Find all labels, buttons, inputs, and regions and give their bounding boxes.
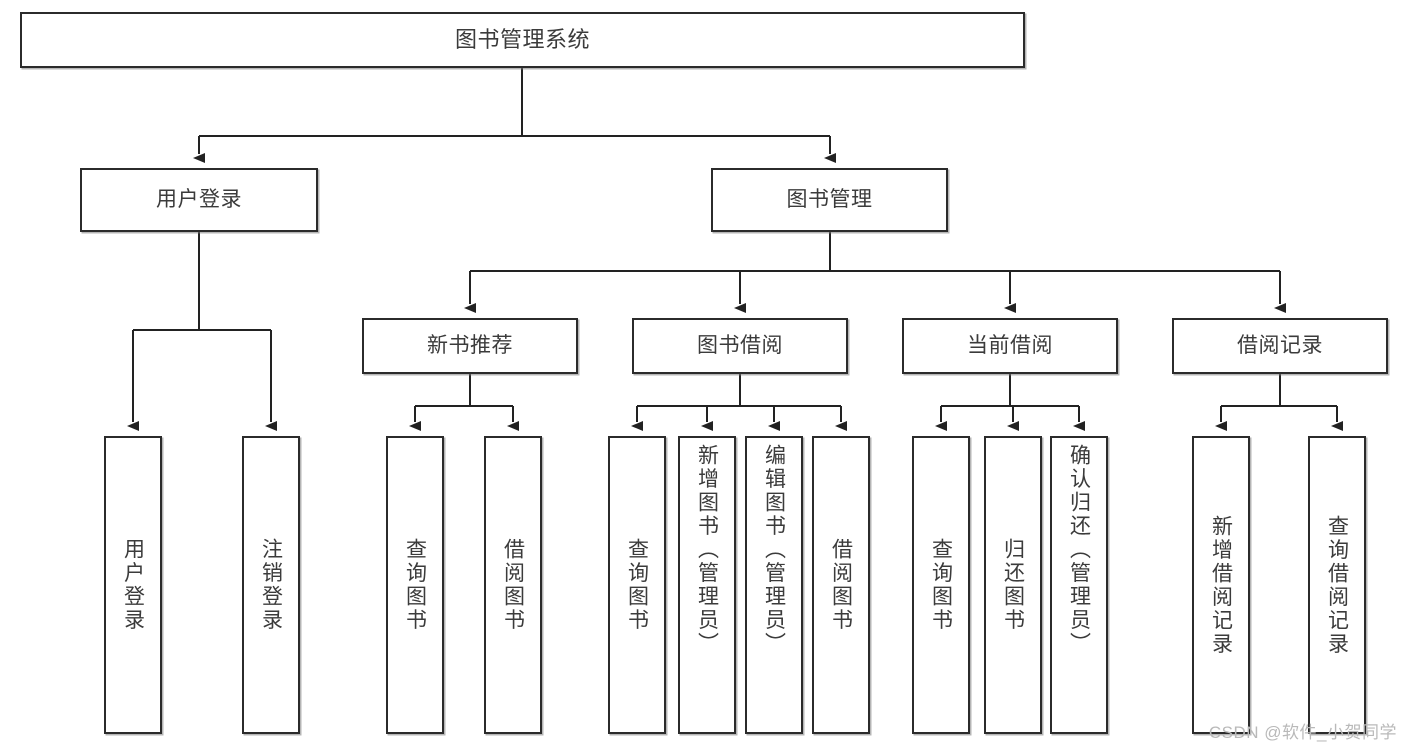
node-borrow-record-label: 借阅记录 — [1237, 333, 1323, 357]
watermark: CSDN @软件_小贺同学 — [1208, 723, 1397, 742]
node-leaf-borrow-book-new[interactable]: 借阅图书 — [484, 436, 542, 734]
node-leaf-query-borrow-record-label: 查询借阅记录 — [1325, 514, 1349, 656]
node-leaf-add-book-admin[interactable]: 新增图书（管理员） — [678, 436, 736, 734]
node-leaf-borrow-book[interactable]: 借阅图书 — [812, 436, 870, 734]
node-leaf-confirm-return-admin-label: 确认归还（管理员） — [1067, 444, 1091, 656]
node-leaf-query-book-current[interactable]: 查询图书 — [912, 436, 970, 734]
node-leaf-add-book-admin-label: 新增图书（管理员） — [695, 444, 719, 656]
node-leaf-user-logout[interactable]: 注销登录 — [242, 436, 300, 734]
node-user-login-label: 用户登录 — [156, 187, 242, 211]
node-leaf-query-book-borrow[interactable]: 查询图书 — [608, 436, 666, 734]
node-leaf-edit-book-admin[interactable]: 编辑图书（管理员） — [745, 436, 803, 734]
node-user-login[interactable]: 用户登录 — [80, 168, 318, 232]
node-leaf-query-book-new-label: 查询图书 — [403, 538, 427, 632]
node-leaf-add-borrow-record-label: 新增借阅记录 — [1209, 514, 1233, 656]
node-leaf-borrow-book-new-label: 借阅图书 — [501, 538, 525, 632]
node-leaf-query-book-current-label: 查询图书 — [929, 538, 953, 632]
node-leaf-user-login-label: 用户登录 — [121, 538, 145, 632]
node-current-borrow-label: 当前借阅 — [967, 333, 1053, 357]
node-book-borrow-label: 图书借阅 — [697, 333, 783, 357]
node-leaf-return-book-label: 归还图书 — [1001, 538, 1025, 632]
node-new-book-recommend-label: 新书推荐 — [427, 333, 513, 357]
node-leaf-user-login[interactable]: 用户登录 — [104, 436, 162, 734]
node-new-book-recommend[interactable]: 新书推荐 — [362, 318, 578, 374]
node-root[interactable]: 图书管理系统 — [20, 12, 1025, 68]
node-book-borrow[interactable]: 图书借阅 — [632, 318, 848, 374]
node-leaf-edit-book-admin-label: 编辑图书（管理员） — [762, 444, 786, 656]
node-leaf-query-book-new[interactable]: 查询图书 — [386, 436, 444, 734]
node-leaf-borrow-book-label: 借阅图书 — [829, 538, 853, 632]
node-leaf-query-borrow-record[interactable]: 查询借阅记录 — [1308, 436, 1366, 734]
node-leaf-confirm-return-admin[interactable]: 确认归还（管理员） — [1050, 436, 1108, 734]
node-leaf-user-logout-label: 注销登录 — [259, 538, 283, 632]
node-current-borrow[interactable]: 当前借阅 — [902, 318, 1118, 374]
node-leaf-query-book-borrow-label: 查询图书 — [625, 538, 649, 632]
node-book-manage[interactable]: 图书管理 — [711, 168, 948, 232]
node-leaf-add-borrow-record[interactable]: 新增借阅记录 — [1192, 436, 1250, 734]
node-leaf-return-book[interactable]: 归还图书 — [984, 436, 1042, 734]
node-root-label: 图书管理系统 — [454, 27, 590, 53]
node-book-manage-label: 图书管理 — [786, 187, 873, 211]
node-borrow-record[interactable]: 借阅记录 — [1172, 318, 1388, 374]
